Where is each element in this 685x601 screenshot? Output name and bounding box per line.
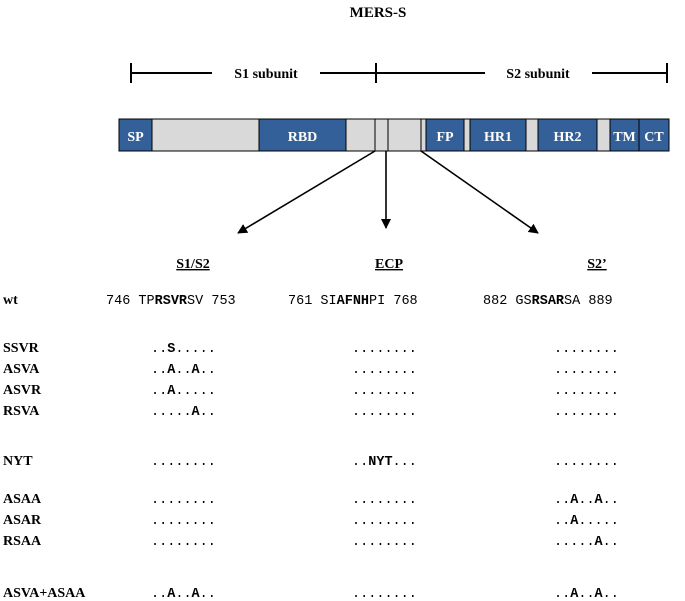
site-header-s2prime: S2’	[587, 257, 606, 272]
mutant-label: ASAR	[3, 513, 42, 528]
mutant-s2p-sequence: ........	[554, 342, 619, 357]
mutant-row: ASVR ..A.....................	[3, 383, 619, 399]
subunit-brackets: S1 subunit S2 subunit	[130, 63, 668, 83]
wt-ecp-start: 761	[288, 294, 312, 309]
site-arrows	[237, 150, 539, 234]
mutant-row: ASVA ..A..A..................	[3, 362, 619, 378]
wt-ecp-sequence: 761 SIAFNHPI 768	[288, 294, 418, 309]
domain-sp	[118, 118, 153, 152]
domain-label-hr1: HR1	[484, 130, 512, 145]
mutant-ecp-sequence: ........	[352, 405, 417, 420]
mutant-s2p-sequence: ........	[554, 384, 619, 399]
domain-hr1	[469, 118, 527, 152]
domain-label-tm: TM	[613, 130, 636, 145]
mutant-label: SSVR	[3, 341, 40, 356]
mutant-label: RSVA	[3, 404, 40, 419]
mutant-label: NYT	[3, 454, 33, 469]
mutant-s1s2-sequence: ..A..A..	[151, 363, 216, 378]
mutant-s1s2-sequence: ..A.....	[151, 384, 216, 399]
domain-rbd	[258, 118, 347, 152]
mutant-row: RSVA .....A..................	[3, 404, 619, 420]
mutant-ecp-sequence: ........	[352, 535, 417, 550]
mutant-s2p-sequence: ........	[554, 455, 619, 470]
arrow-to-s1s2	[237, 150, 376, 234]
mutant-s1s2-sequence: ..A..A..	[151, 587, 216, 601]
mutant-label: ASVR	[3, 383, 42, 398]
mutant-s2p-sequence: .....A..	[554, 535, 619, 550]
domain-label-ct: CT	[644, 130, 664, 145]
mutant-s1s2-sequence: ........	[151, 455, 216, 470]
mutant-ecp-sequence: ........	[352, 384, 417, 399]
mutant-label: ASAA	[3, 492, 42, 507]
wt-row: wt 746 TPRSVRSV 753 761 SIAFNHPI 768 882…	[3, 293, 613, 309]
wt-s2prime-end: 889	[588, 294, 612, 309]
domain-label-sp: SP	[127, 130, 144, 145]
wt-s2prime-pre: GS	[515, 294, 531, 309]
domain-label-fp: FP	[436, 130, 454, 145]
domain-fp	[425, 118, 465, 152]
mutant-s2p-sequence: ..A..A..	[554, 493, 619, 508]
mutant-s2p-sequence: ..A.....	[554, 514, 619, 529]
mutant-s1s2-sequence: .....A..	[151, 405, 216, 420]
domain-hr2	[537, 118, 598, 152]
wt-ecp-post: PI	[369, 294, 385, 309]
wt-s1s2-sequence: 746 TPRSVRSV 753	[106, 294, 236, 309]
mutant-ecp-sequence: ..NYT...	[352, 455, 417, 470]
mutant-row: ASAA................ ..A..A..	[3, 492, 619, 508]
wt-s1s2-pre: TP	[138, 294, 154, 309]
row-label-wt: wt	[3, 293, 18, 308]
wt-s2prime-start: 882	[483, 294, 507, 309]
mutant-s1s2-sequence: ........	[151, 493, 216, 508]
mutant-row: SSVR ..S.....................	[3, 341, 619, 357]
site-header-s1s2: S1/S2	[176, 257, 209, 272]
s2-subunit-label: S2 subunit	[506, 67, 570, 82]
mutant-ecp-sequence: ........	[352, 363, 417, 378]
wt-ecp-end: 768	[393, 294, 417, 309]
mutant-row: ASVA+ASAA ..A..A.......... ..A..A..	[3, 586, 619, 601]
domain-label-hr2: HR2	[554, 130, 582, 145]
mutant-ecp-sequence: ........	[352, 493, 417, 508]
s1-subunit-label: S1 subunit	[234, 67, 298, 82]
wt-ecp-core: AFNH	[337, 294, 369, 309]
mutant-s2p-sequence: ..A..A..	[554, 587, 619, 601]
site-header-ecp: ECP	[375, 257, 403, 272]
arrow-to-s2prime	[420, 150, 539, 234]
domain-label-rbd: RBD	[288, 130, 318, 145]
mutant-ecp-sequence: ........	[352, 342, 417, 357]
site-headers: S1/S2 ECP S2’	[176, 257, 606, 272]
wt-s1s2-end: 753	[211, 294, 235, 309]
wt-s1s2-start: 746	[106, 294, 130, 309]
mutant-label: ASVA	[3, 362, 40, 377]
wt-s1s2-post: SV	[187, 294, 204, 309]
wt-ecp-pre: SI	[320, 294, 336, 309]
domain-bar: SP RBD FP HR1 HR2 TM CT	[118, 118, 670, 152]
mutant-label: ASVA+ASAA	[3, 586, 86, 601]
diagram-title: MERS-S	[350, 5, 407, 21]
mutant-s1s2-sequence: ..S.....	[151, 342, 216, 357]
mutant-label: RSAA	[3, 534, 42, 549]
wt-s2prime-sequence: 882 GSRSARSA 889	[483, 294, 613, 309]
mutant-s2p-sequence: ........	[554, 363, 619, 378]
mutant-row: RSAA................ .....A..	[3, 534, 619, 550]
mutant-s2p-sequence: ........	[554, 405, 619, 420]
mutant-ecp-sequence: ........	[352, 587, 417, 601]
wt-s1s2-core: RSVR	[155, 294, 188, 309]
mutant-rows: SSVR ..S..................... ASVA ..A..A..…	[3, 341, 619, 601]
mutant-s1s2-sequence: ........	[151, 535, 216, 550]
mutant-s1s2-sequence: ........	[151, 514, 216, 529]
mutant-row: ASAR................ ..A.....	[3, 513, 619, 529]
mutant-ecp-sequence: ........	[352, 514, 417, 529]
wt-s2prime-post: SA	[564, 294, 581, 309]
wt-s2prime-core: RSAR	[532, 294, 565, 309]
mutant-row: NYT........ ..NYT...........	[3, 454, 619, 470]
domain-ct	[638, 118, 670, 152]
